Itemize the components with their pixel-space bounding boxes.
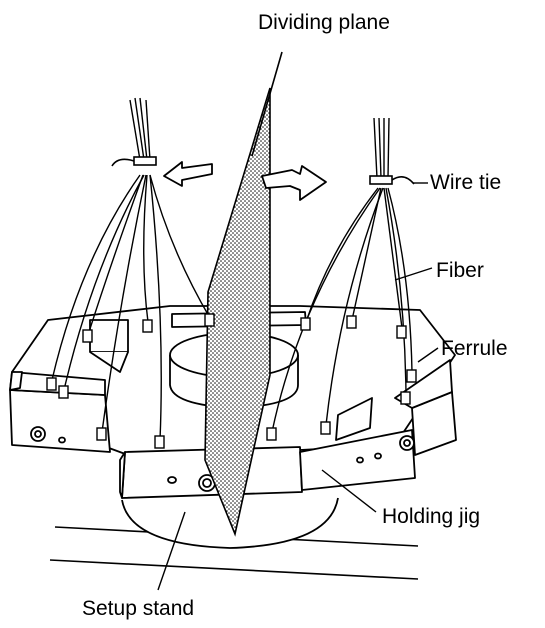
rotation-arrow-right [261,165,327,201]
label-fiber: Fiber [436,259,484,282]
fiber-bundle-left [51,97,211,441]
leader-lines [157,182,439,591]
rotation-arrow-left [163,161,213,187]
label-wire-tie: Wire tie [430,171,502,194]
label-setup-stand: Setup stand [82,597,195,620]
label-holding-jig: Holding jig [382,505,481,528]
label-dividing-plane: Dividing plane [258,11,390,34]
fiber-bundle-right [271,117,413,433]
label-ferrule: Ferrule [441,337,508,360]
wire-tie-left [111,156,157,167]
dividing-plane [204,51,283,537]
holding-jig [9,305,457,499]
wire-tie-right [369,175,415,185]
ferrules [46,313,417,449]
